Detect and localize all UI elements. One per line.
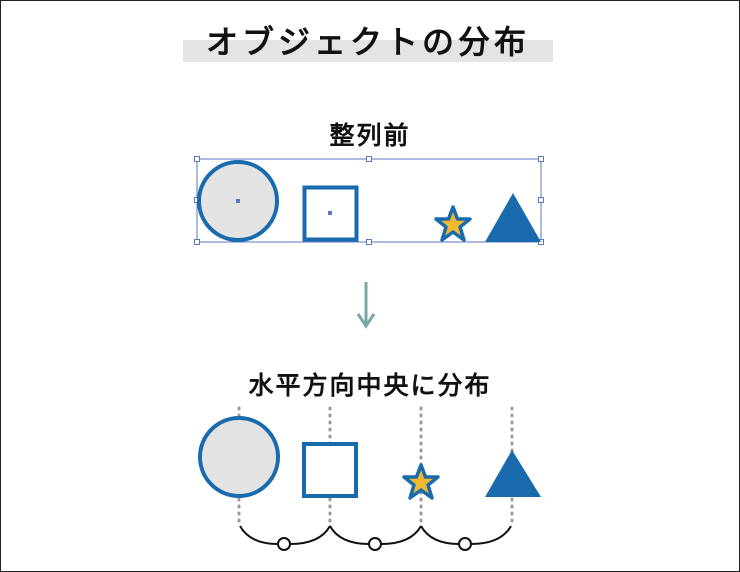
before-label: 整列前 (329, 121, 411, 150)
square-shape (302, 442, 358, 498)
equal-spacing-brackets (239, 525, 512, 551)
center-point (328, 211, 332, 215)
before-group (194, 156, 544, 245)
after-label: 水平方向中央に分布 (248, 371, 492, 400)
arrow-down-icon (356, 282, 376, 329)
star-shape (402, 463, 440, 500)
triangle-shape (485, 193, 541, 242)
circle-shape (198, 416, 280, 498)
page-title: オブジェクトの分布 (183, 22, 553, 62)
center-point (236, 199, 240, 203)
center-guides (237, 406, 514, 526)
triangle-shape (485, 450, 541, 497)
star-shape (434, 205, 472, 242)
after-group (198, 406, 541, 551)
